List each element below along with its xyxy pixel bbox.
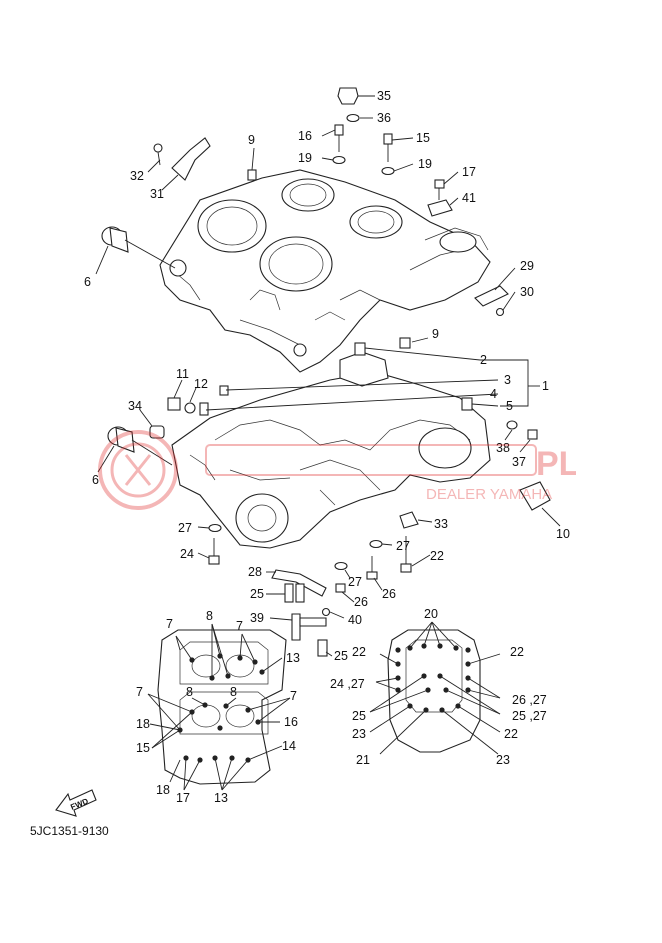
callout-6: 6: [84, 275, 91, 289]
lower-case-bolt-outline: [369, 621, 501, 755]
callout-27: 27: [178, 521, 192, 535]
callout-22: 22: [510, 645, 524, 659]
callout-38: 38: [496, 441, 510, 455]
callout-25: 25: [352, 709, 366, 723]
callout-27: 27: [348, 575, 362, 589]
callout-11: 11: [176, 367, 189, 381]
callout-5: 5: [506, 399, 513, 413]
callout-15: 15: [136, 741, 150, 755]
callout-8: 8: [206, 609, 213, 623]
callout-18: 18: [136, 717, 150, 731]
lower-crankcase: [171, 351, 491, 549]
callout-22: 22: [504, 727, 518, 741]
callout-8: 8: [230, 685, 237, 699]
diagram-code: 5JC1351-9130: [30, 824, 109, 838]
small-parts: [101, 87, 551, 657]
callout-4: 4: [490, 387, 497, 401]
callout-17: 17: [176, 791, 190, 805]
callout-13: 13: [286, 651, 300, 665]
callout-26: 26: [382, 587, 396, 601]
callout-25: 25: [250, 587, 264, 601]
callout-9: 9: [432, 327, 439, 341]
callout-31: 31: [150, 187, 164, 201]
callout-22: 22: [430, 549, 444, 563]
callout-32: 32: [130, 169, 144, 183]
callout-35: 35: [377, 89, 391, 103]
callout-18: 18: [156, 783, 170, 797]
callout-7: 7: [136, 685, 143, 699]
callout-13: 13: [214, 791, 228, 805]
callout-36: 36: [377, 111, 391, 125]
callout-39: 39: [250, 611, 264, 625]
callout-6: 6: [92, 473, 99, 487]
callout-2: 2: [480, 353, 487, 367]
callout-16: 16: [284, 715, 298, 729]
callout-3: 3: [504, 373, 511, 387]
callout-30: 30: [520, 285, 534, 299]
callout-21: 21: [356, 753, 370, 767]
callout-10: 10: [556, 527, 570, 541]
watermark-tagline: DEALER YAMAHA: [426, 486, 552, 503]
callout-9: 9: [248, 133, 255, 147]
callout-37: 37: [512, 455, 526, 469]
leader-lines: [95, 95, 561, 657]
callout-7: 7: [236, 619, 243, 633]
callout-27: 27: [396, 539, 410, 553]
callout-40: 40: [348, 613, 362, 627]
upper-case-bolt-outline: [147, 623, 291, 791]
callout-26: 26: [354, 595, 368, 609]
upper-crankcase: [159, 169, 491, 373]
callout-28: 28: [248, 565, 262, 579]
callout-12: 12: [194, 377, 208, 391]
callout-15: 15: [416, 131, 430, 145]
callout-1: 1: [542, 379, 549, 393]
callout-26-27: 26 ,27: [512, 693, 547, 707]
callout-22: 22: [352, 645, 366, 659]
callout-23: 23: [496, 753, 510, 767]
callout-41: 41: [462, 191, 476, 205]
callout-24: 24: [180, 547, 194, 561]
callout-20: 20: [424, 607, 438, 621]
callout-14: 14: [282, 739, 296, 753]
callout-7: 7: [290, 689, 297, 703]
callout-19: 19: [298, 151, 312, 165]
watermark: PL DEALER YAMAHA: [98, 430, 576, 510]
watermark-logo-icon: [98, 430, 178, 510]
callout-25: 25: [334, 649, 348, 663]
callout-24-27: 24 ,27: [330, 677, 365, 691]
watermark-brand: PL: [536, 445, 576, 483]
forward-arrow-icon: FWD: [55, 789, 97, 817]
callout-29: 29: [520, 259, 534, 273]
callout-8: 8: [186, 685, 193, 699]
callout-17: 17: [462, 165, 476, 179]
callout-23: 23: [352, 727, 366, 741]
callout-25-27: 25 ,27: [512, 709, 547, 723]
callout-19: 19: [418, 157, 432, 171]
callout-labels: 35 36 16 15 9 19 19 17 41 32 31 6 29 30 …: [84, 89, 570, 805]
callout-7: 7: [166, 617, 173, 631]
callout-33: 33: [434, 517, 448, 531]
callout-34: 34: [128, 399, 142, 413]
callout-16: 16: [298, 129, 312, 143]
